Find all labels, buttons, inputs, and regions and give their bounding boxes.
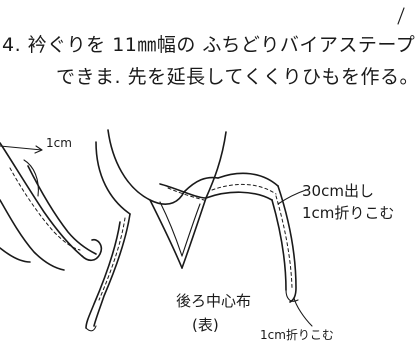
fold-in-bottom-label: 1cm折りこむ [260,328,334,342]
bias-tape-detail [0,142,103,271]
instruction-line-2: できま. 先を延長してくくりひもを作る。 [56,66,415,88]
center-back-label: 後ろ中心布 [176,292,252,310]
face-label: (表) [192,316,219,334]
neckline-garment [85,129,313,332]
extend-label: 30cm出し [302,182,374,200]
fold-in-right-label: 1cm折りこむ [302,204,395,222]
width-label: 1cm [46,136,72,150]
tick-mark [397,7,405,25]
instruction-line-1: 4. 衿ぐりを 11㎜幅の ふちどりバイアステープ [2,34,415,56]
